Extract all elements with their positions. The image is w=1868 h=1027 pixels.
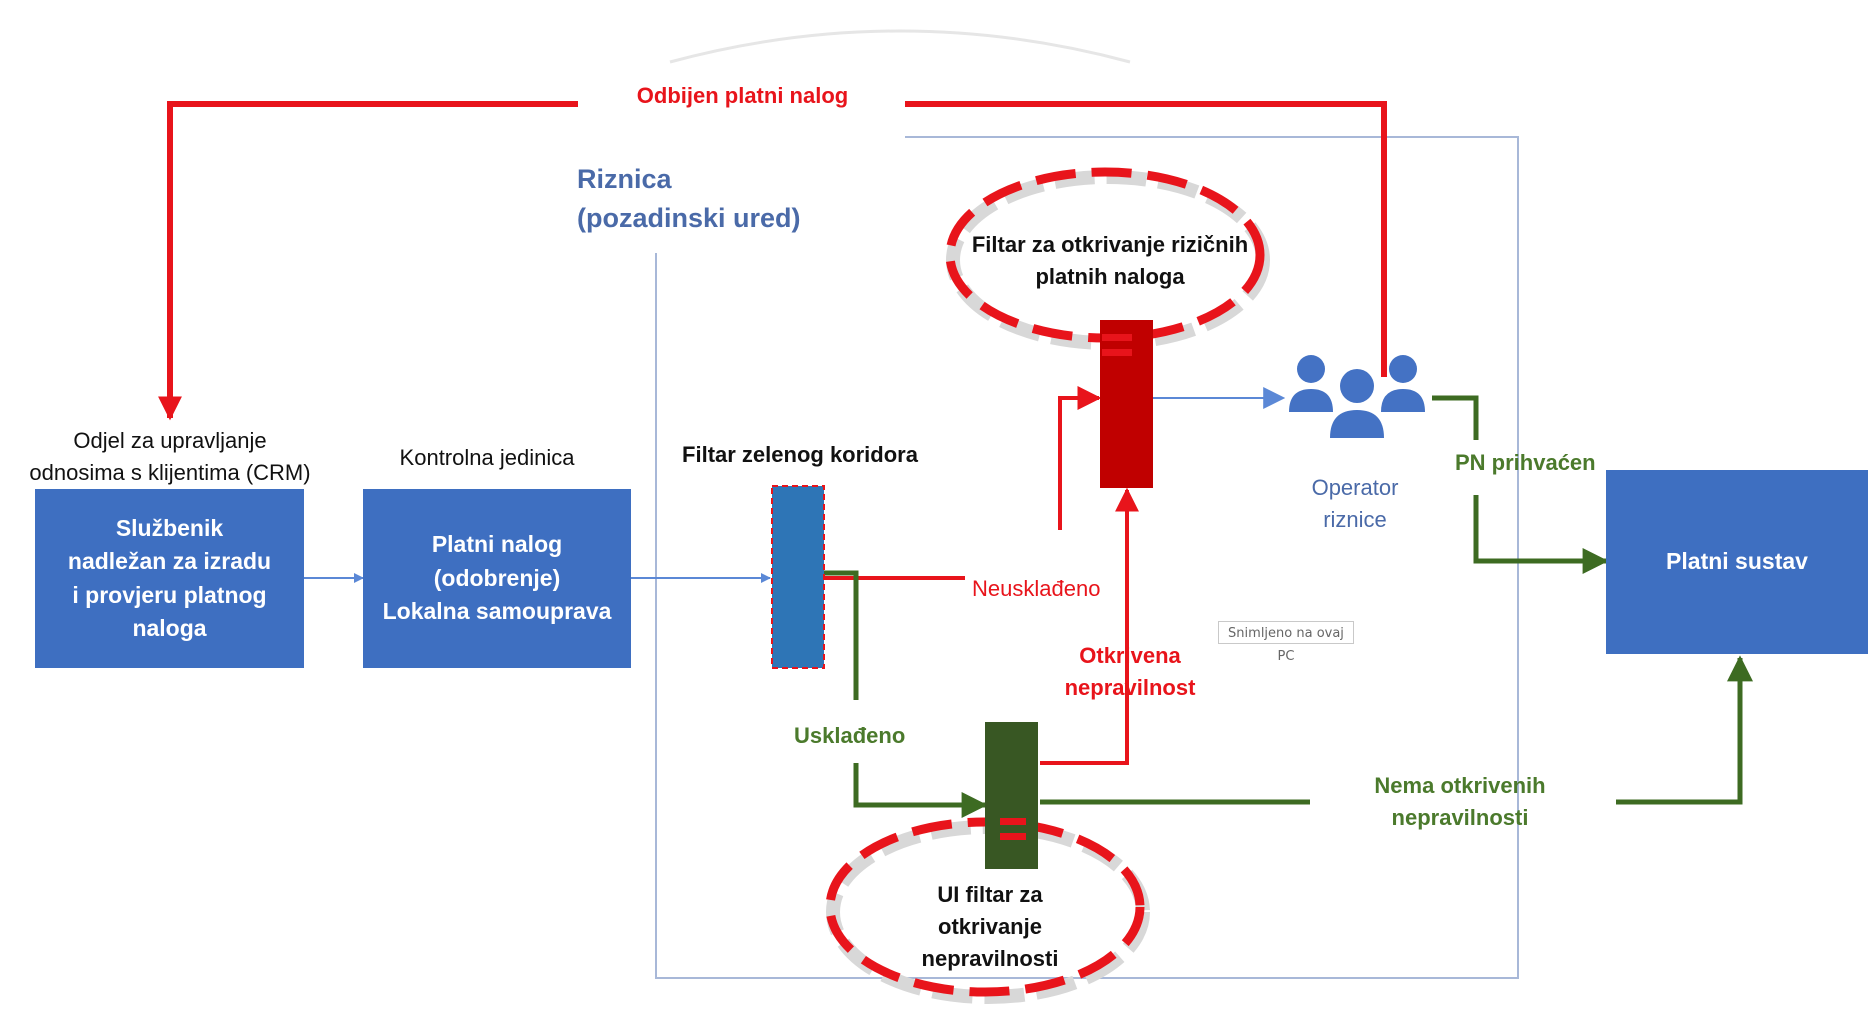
riznica-frame [655, 136, 1519, 979]
otkrivena-arrow [1040, 487, 1139, 765]
risk-filter-bar-mark [1102, 349, 1132, 356]
payment-system-box: Platni sustav [1606, 470, 1868, 654]
risk-filter-bar-mark [1102, 334, 1132, 341]
uskladeno-arrow [824, 570, 859, 700]
green-corridor-filter-label: Filtar zelenog koridora [682, 442, 918, 467]
riznica-title: Riznica (pozadinski ured) [577, 164, 801, 234]
neuskladeno-label: Neusklađeno [972, 576, 1101, 601]
no-irregularities-label: Nema otkrivenih nepravilnosti [1374, 773, 1546, 830]
ai-filter-bar-mark [1000, 833, 1026, 840]
crm-officer-box: Službenik nadležan za izradu i provjeru … [35, 489, 304, 668]
green-corridor-filter [771, 485, 825, 669]
payment-order-box: Platni nalog (odobrenje) Lokalna samoupr… [363, 489, 631, 668]
operator-label: Operator riznice [1311, 475, 1399, 532]
uskladeno-label: Usklađeno [794, 723, 906, 748]
screenshot-watermark: Snimljeno na ovaj PC [1218, 621, 1354, 664]
pn-prihvacen-line [1432, 395, 1479, 440]
neuskladeno-to-risk-arrow [1058, 386, 1102, 530]
users-group-icon [1289, 355, 1425, 438]
pn-prihvacen-label: PN prihvaćen [1455, 450, 1596, 475]
control-unit-heading: Kontrolna jedinica [399, 445, 575, 470]
ai-filter-label: UI filtar za otkrivanje nepravilnosti [921, 882, 1059, 971]
crm-heading: Odjel za upravljanje odnosima s klijenti… [29, 428, 311, 485]
ai-filter-bar [985, 722, 1038, 869]
risk-filter-bar [1100, 320, 1153, 488]
rejected-feedback-arrow [158, 101, 578, 421]
rejected-payment-order-label: Odbijen platni nalog [636, 83, 849, 108]
pn-prihvacen-arrow [1473, 495, 1609, 574]
background-logo-arc [669, 29, 1131, 64]
risk-filter-label: Filtar za otkrivanje rizičnih platnih na… [971, 232, 1249, 289]
ai-filter-bar-mark [1000, 818, 1026, 825]
uskladeno-to-ai-arrow [853, 763, 988, 818]
nema-to-payment-arrow [1616, 655, 1753, 805]
rejected-feedback-line [905, 101, 1387, 377]
otkrivena-nepravilnost-label: Otkrivena nepravilnost [1064, 643, 1196, 700]
